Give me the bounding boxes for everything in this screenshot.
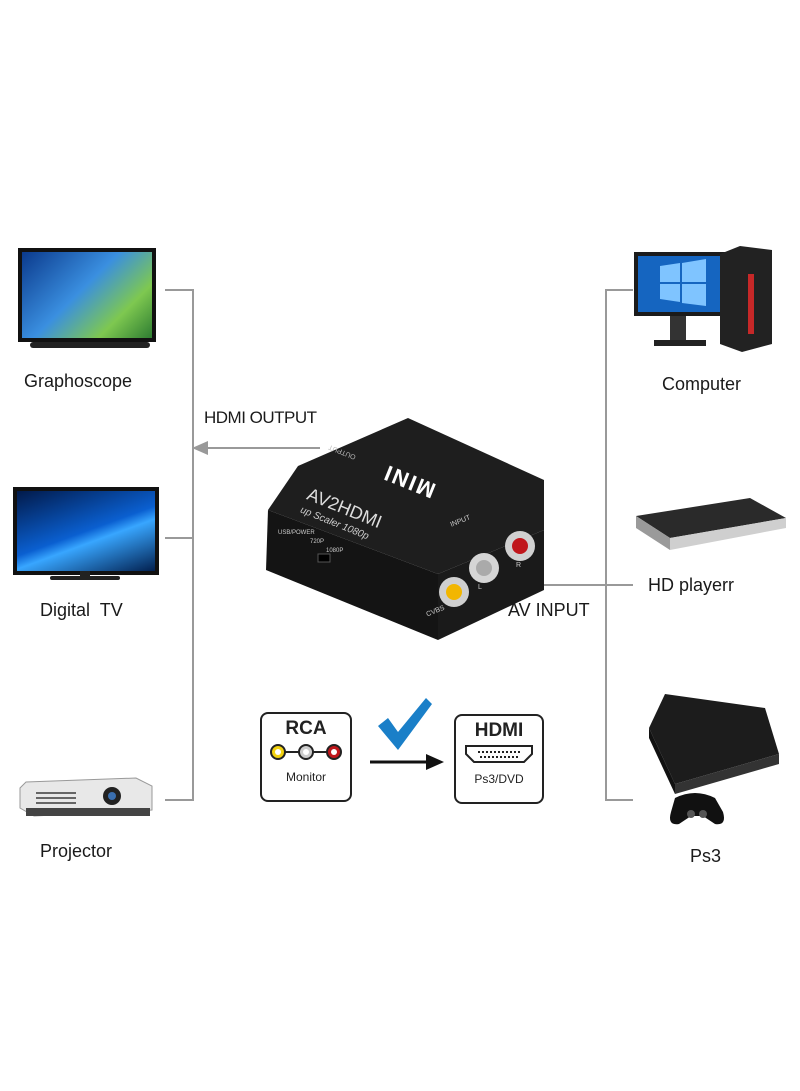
right-bracket-tick-3 (605, 799, 633, 801)
computer-label: Computer (662, 374, 742, 394)
left-bracket-tick-3 (165, 799, 193, 801)
hd-player-label: HD playerr (648, 575, 735, 595)
av-input-label: AV INPUT (508, 600, 590, 620)
hdmi-output-arrow (192, 441, 320, 455)
hdmi-port-icon (465, 745, 533, 763)
adapter-r-label: R (516, 562, 522, 569)
av2hdmi-adapter-icon (266, 418, 544, 640)
projector-icon (19, 777, 153, 817)
adapter-1080-label: 1080P (326, 548, 344, 554)
right-bracket-tick-2 (605, 584, 633, 586)
ps3-label: Ps3 (690, 846, 722, 866)
rca-caption: Monitor (285, 770, 326, 784)
hd-player-icon (636, 498, 786, 550)
projector-label: Projector (40, 841, 113, 861)
left-bracket-vertical (192, 289, 194, 801)
rca-connectors-icon (270, 744, 342, 760)
right-bracket-tick-1 (605, 289, 633, 291)
computer-icon (634, 246, 772, 352)
rca-title: RCA (285, 718, 327, 739)
hdmi-title: HDMI (474, 720, 524, 741)
rca-monitor-box: RCA Monitor (260, 712, 352, 802)
conversion-arrow (370, 754, 444, 770)
checkmark-icon (378, 698, 432, 750)
left-bracket-tick-1 (165, 289, 193, 291)
graphoscope-label: Graphoscope (24, 371, 133, 391)
adapter-l-label: L (478, 584, 482, 591)
adapter-720-label: 720P (310, 539, 325, 545)
hdmi-box: HDMI Ps3/DVD (454, 714, 544, 804)
hdmi-caption: Ps3/DVD (474, 772, 524, 786)
adapter-usb-label: USB/POWER (278, 530, 315, 536)
hdmi-output-label: HDMI OUTPUT (204, 408, 317, 427)
digital-tv-label: Digital TV (40, 600, 123, 620)
right-bracket-vertical (605, 289, 607, 801)
left-bracket-tick-2 (165, 537, 193, 539)
ps3-console-icon (649, 694, 779, 825)
